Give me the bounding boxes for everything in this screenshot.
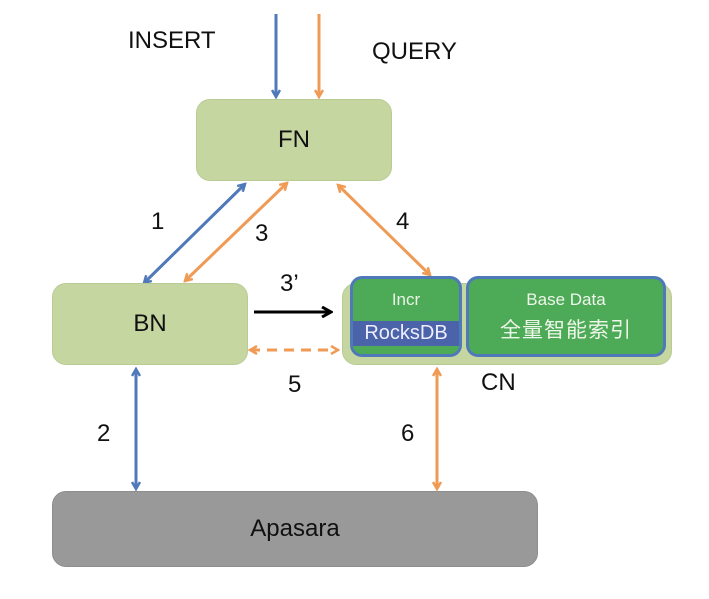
apsara-label: Apasara — [250, 515, 340, 542]
edge-4-label: 4 — [396, 208, 410, 235]
base-data-label: Base Data — [526, 289, 606, 309]
edge-3-arrow — [185, 183, 287, 281]
apsara-node: Apasara — [52, 491, 538, 567]
edge-4-arrow — [338, 185, 430, 275]
fn-node: FN — [196, 99, 392, 181]
edge-3prime-label: 3’ — [280, 270, 299, 297]
query-label: QUERY — [372, 38, 457, 65]
insert-label: INSERT — [128, 27, 216, 54]
incr-label: Incr — [391, 290, 421, 309]
edge-5-label: 5 — [288, 371, 302, 398]
edge-2-label: 2 — [97, 420, 111, 447]
edge-3-label: 3 — [255, 220, 269, 247]
full-index-label: 全量智能索引 — [500, 318, 632, 342]
rocksdb-label: RocksDB — [353, 321, 459, 346]
bn-node: BN — [52, 283, 248, 365]
base-data-box: Base Data 全量智能索引 — [466, 276, 666, 357]
edge-6-label: 6 — [401, 420, 415, 447]
incr-rocksdb-box: Incr RocksDB — [350, 276, 462, 357]
fn-label: FN — [278, 126, 310, 153]
edge-1-label: 1 — [151, 208, 165, 235]
bn-label: BN — [133, 310, 167, 337]
cn-label: CN — [481, 369, 516, 396]
